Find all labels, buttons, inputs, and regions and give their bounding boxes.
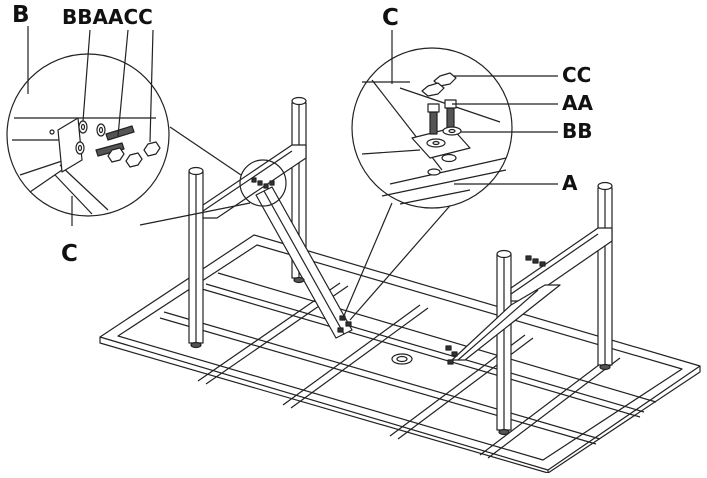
label-bb-aa-cc: BBAACC — [62, 5, 153, 29]
label-a: A — [562, 171, 578, 195]
detail-marker-left — [139, 126, 456, 321]
right-detail-callout — [351, 30, 558, 209]
left-detail-callout — [6, 26, 170, 226]
label-b: B — [12, 2, 30, 28]
label-c-right: C — [382, 5, 399, 31]
label-c-left: C — [61, 241, 78, 267]
table-top — [99, 234, 701, 474]
label-aa: AA — [562, 91, 593, 115]
label-bb: BB — [562, 119, 593, 143]
right-leg-frame — [445, 181, 613, 436]
left-leg-frame — [188, 96, 353, 349]
label-cc: CC — [562, 63, 592, 87]
